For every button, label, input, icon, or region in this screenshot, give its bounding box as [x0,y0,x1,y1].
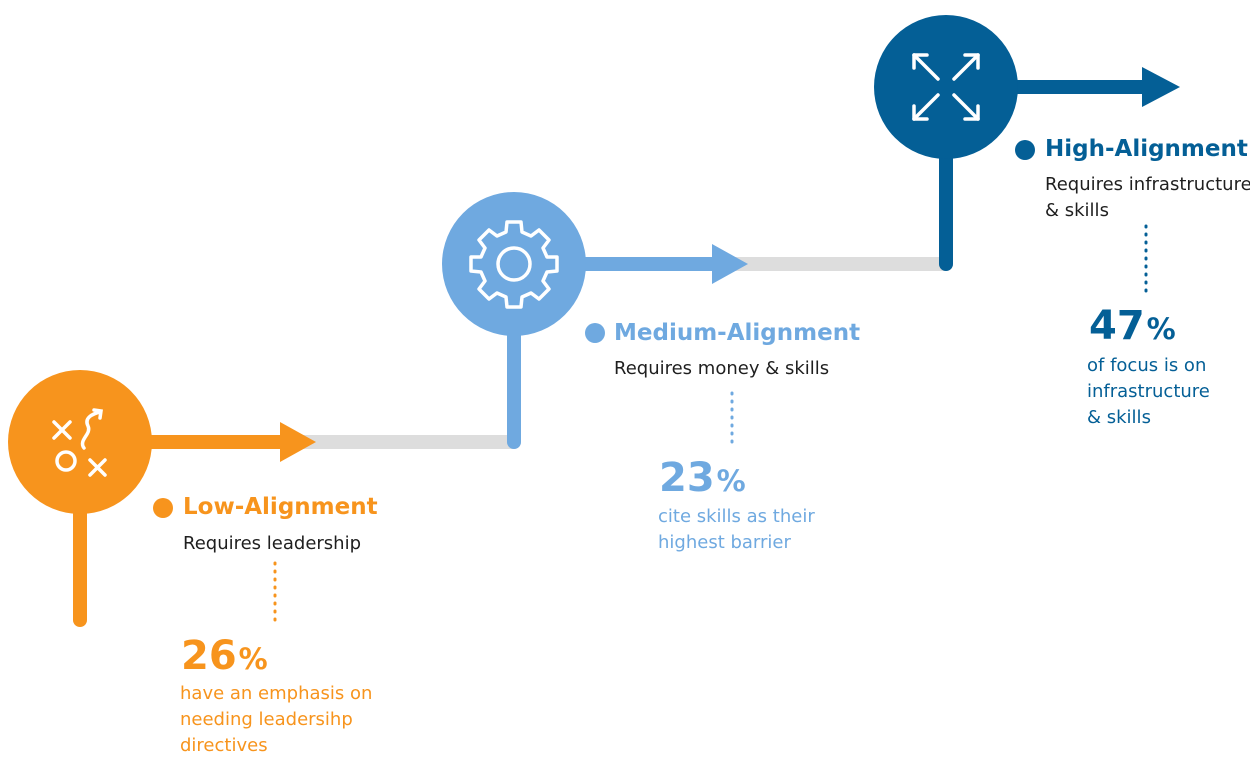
medium-stat-unit: % [716,464,746,498]
strategy-play-icon [52,408,107,477]
high-stat-value: 47 [1089,303,1145,349]
high-requirement-line-1: Requires infrastructure [1045,174,1250,195]
low-alignment-title: Low-Alignment [183,494,378,520]
high-alignment-stat: 47% [1089,306,1176,349]
high-stat-line-2: infrastructure [1087,381,1210,402]
low-stat-value: 26 [181,633,237,679]
low-alignment-requirement: Requires leadership [183,533,362,554]
high-alignment-title: High-Alignment [1045,136,1248,162]
high-stat-unit: % [1146,312,1176,346]
medium-alignment-requirement: Requires money & skills [614,358,830,379]
low-stat-line-2: needing leadersihp [180,709,353,730]
high-stat-line-3: & skills [1087,407,1151,428]
medium-stat-value: 23 [659,455,715,501]
high-alignment-stat-description: of focus is on infrastructure & skills [1087,353,1210,431]
medium-alignment-title: Medium-Alignment [614,320,861,346]
low-stat-line-1: have an emphasis on [180,683,373,704]
high-alignment-requirement: Requires infrastructure & skills [1045,172,1250,224]
gear-icon [469,220,559,309]
medium-alignment-node [442,192,748,449]
low-alignment-node [8,370,316,627]
medium-alignment-stat: 23% [659,458,746,501]
medium-stat-line-1: cite skills as their [658,506,815,527]
expand-arrows-icon [912,53,980,121]
low-stat-line-3: directives [180,735,268,756]
medium-alignment-stat-description: cite skills as their highest barrier [658,504,815,556]
low-alignment-stat-description: have an emphasis on needing leadersihp d… [180,681,372,759]
low-stat-unit: % [238,642,268,676]
low-alignment-stat: 26% [181,636,268,679]
high-alignment-node [874,15,1180,295]
high-requirement-line-2: & skills [1045,200,1109,221]
high-stat-line-1: of focus is on [1087,355,1207,376]
medium-stat-line-2: highest barrier [658,532,791,553]
